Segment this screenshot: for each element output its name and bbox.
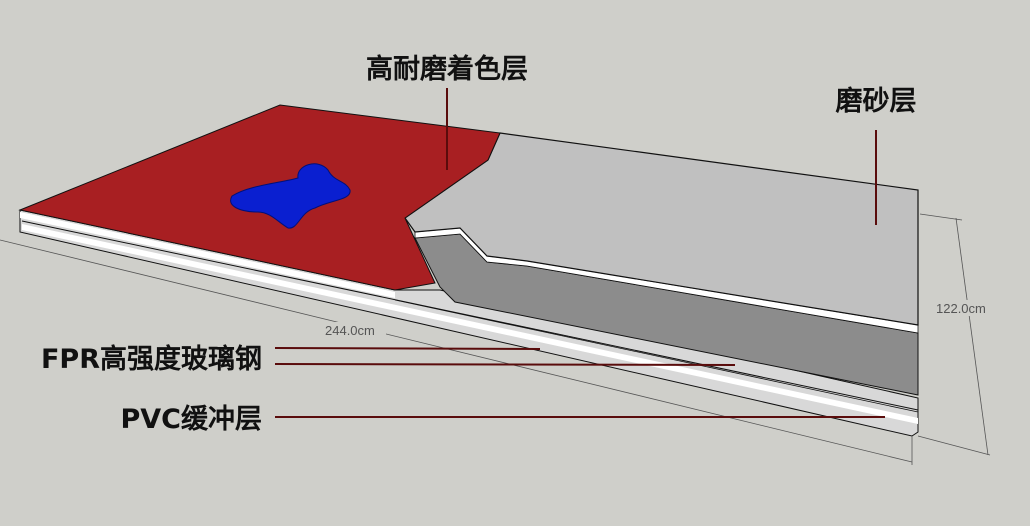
front-white-strip-2 [22,224,918,424]
label-fpr-layer: FPR高强度玻璃钢 [41,343,262,375]
width-extension-line [917,435,991,456]
width-dimension-label: 122.0cm [936,301,986,316]
front-edge-line [21,220,919,411]
front-edge-line [394,299,919,413]
width-dimension-line [955,217,989,456]
width-extension-line [919,213,963,221]
label-frosted-layer: 磨砂层 [836,86,917,117]
label-wear-color-layer: 高耐磨着色层 [366,53,528,85]
front-white-strip-1 [20,212,395,298]
leader-line-fpr-2 [274,363,736,366]
leader-line-fpr-1 [274,347,541,350]
length-dimension-line [0,239,913,463]
label-pvc-layer: PVC缓冲层 [121,404,263,435]
length-dimension-label: 244.0cm [325,323,375,338]
blue-cross-shape [230,163,351,229]
